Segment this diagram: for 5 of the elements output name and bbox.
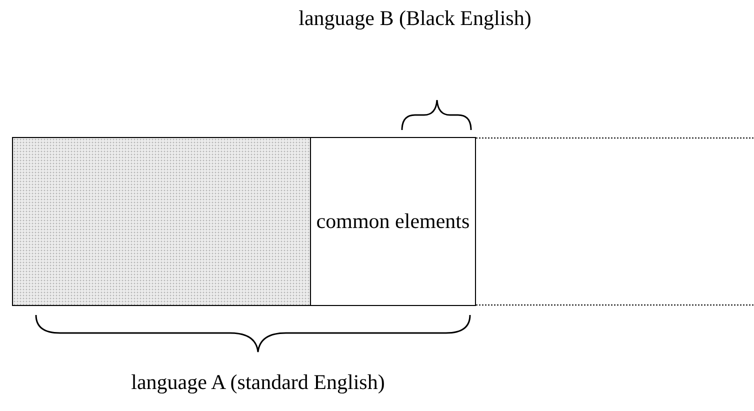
text-box [310,137,476,306]
node-text: common elements [316,208,470,235]
shaded-area [12,137,311,306]
bracket-label: language B (Black English) [298,6,532,31]
bracket-label: language A (standard English) [131,370,385,395]
